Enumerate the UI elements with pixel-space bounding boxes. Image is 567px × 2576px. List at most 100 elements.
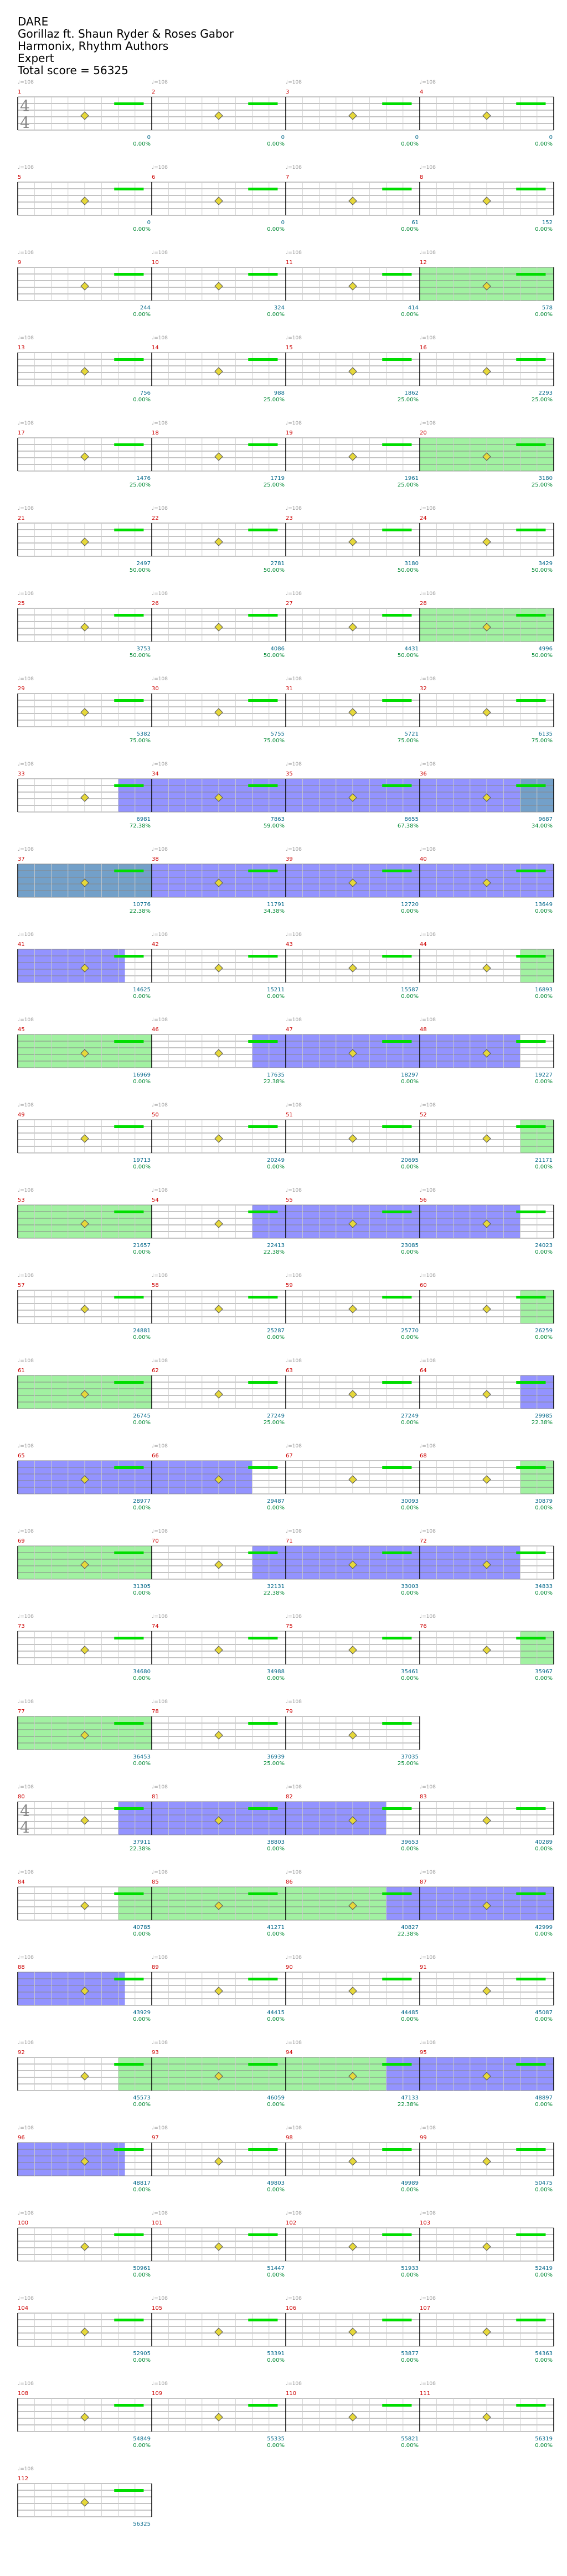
note-gem (80, 1475, 89, 1484)
measure-number: 59 (286, 1282, 293, 1289)
measure-percent: 25.00% (264, 482, 285, 488)
tempo-marker: ♩=108 (18, 2125, 34, 2131)
measure-score: 3180 (539, 475, 553, 482)
measure-score: 45087 (535, 2010, 553, 2016)
measure-score: 26745 (133, 1413, 151, 1419)
star-power-bar (516, 2319, 546, 2321)
note-gem (482, 1901, 491, 1910)
tempo-marker: ♩=108 (152, 421, 168, 426)
measure-score: 54363 (535, 2351, 553, 2357)
measure-number: 54 (152, 1197, 159, 1203)
measure-number: 10 (152, 260, 159, 266)
star-power-bar (382, 614, 412, 617)
note-gem (348, 623, 357, 632)
measure-score: 17635 (267, 1072, 285, 1078)
measure-percent: 25.00% (264, 1761, 285, 1767)
star-power-bar (248, 1892, 278, 1895)
tempo-marker: ♩=108 (286, 2211, 302, 2216)
star-power-bar (114, 1211, 144, 1213)
note-gem (348, 1134, 357, 1143)
measure-score: 50961 (133, 2265, 151, 2272)
measure-number: 26 (152, 601, 159, 607)
measure-percent: 50.00% (130, 653, 151, 659)
measure-number: 87 (420, 1879, 427, 1885)
note-gem (482, 964, 491, 973)
measure-percent: 22.38% (264, 1079, 285, 1085)
tempo-marker: ♩=108 (420, 165, 436, 170)
measure-percent: 0.00% (133, 2187, 151, 2193)
measure-score: 578 (542, 305, 553, 311)
measure-number: 94 (286, 2050, 293, 2056)
measure-number: 102 (286, 2220, 296, 2226)
measure-score: 37035 (401, 1754, 419, 1760)
note-gem (80, 2498, 89, 2507)
measure-score: 5721 (405, 731, 419, 737)
measure-number: 32 (420, 686, 427, 692)
note-gem (482, 2157, 491, 2166)
tempo-marker: ♩=108 (18, 1784, 34, 1790)
tempo-marker: ♩=108 (152, 1955, 168, 1961)
tempo-marker: ♩=108 (286, 2381, 302, 2387)
measure-number: 65 (18, 1453, 25, 1459)
tempo-marker: ♩=108 (152, 80, 168, 85)
song-difficulty: Expert (18, 51, 54, 65)
measure-score: 35967 (535, 1669, 553, 1675)
star-power-bar (248, 1466, 278, 1469)
measure-score: 414 (408, 305, 419, 311)
tempo-marker: ♩=108 (420, 1870, 436, 1875)
measure-percent: 0.00% (401, 1590, 419, 1596)
measure-score: 53877 (401, 2351, 419, 2357)
measure-score: 4086 (271, 646, 285, 652)
measure-number: 104 (18, 2305, 28, 2311)
measure-percent: 25.00% (264, 1420, 285, 1426)
star-power-bar (248, 102, 278, 105)
measure-percent: 0.00% (133, 1420, 151, 1426)
star-power-bar (114, 699, 144, 702)
measure-number: 33 (18, 771, 25, 777)
star-power-bar (382, 870, 412, 872)
note-gem (348, 196, 357, 205)
measure-score: 1961 (405, 475, 419, 482)
measure-score: 49989 (401, 2180, 419, 2186)
measure-score: 13649 (535, 902, 553, 908)
star-power-bar (382, 1978, 412, 1980)
star-power-bar (114, 102, 144, 105)
measure-number: 35 (286, 771, 293, 777)
measure-number: 74 (152, 1623, 159, 1630)
measure-number: 14 (152, 345, 159, 351)
measure-score: 14625 (133, 987, 151, 993)
measure-percent: 0.00% (267, 1846, 285, 1852)
tempo-marker: ♩=108 (286, 1614, 302, 1620)
star-power-bar (382, 1637, 412, 1639)
note-gem (214, 793, 223, 802)
measure-score: 988 (274, 390, 285, 396)
measure-percent: 25.00% (532, 397, 553, 403)
tempo-marker: ♩=108 (18, 421, 34, 426)
measure-number: 41 (18, 942, 25, 948)
measure-percent: 34.00% (532, 823, 553, 829)
measure-score: 29487 (267, 1498, 285, 1504)
measure-number: 106 (286, 2305, 296, 2311)
measure-number: 34 (152, 771, 159, 777)
measure-score: 44485 (401, 2010, 419, 2016)
tempo-marker: ♩=108 (18, 1529, 34, 1534)
measure-score: 44415 (267, 2010, 285, 2016)
tempo-marker: ♩=108 (152, 1017, 168, 1023)
note-gem (80, 2327, 89, 2336)
measure-percent: 0.00% (133, 141, 151, 147)
note-gem (348, 2413, 357, 2422)
measure-score: 25770 (401, 1328, 419, 1334)
measure-percent: 0.00% (267, 1505, 285, 1511)
note-gem (214, 964, 223, 973)
tempo-marker: ♩=108 (286, 335, 302, 341)
star-power-bar (516, 2148, 546, 2151)
time-signature-top: 4 (20, 97, 30, 115)
star-power-bar (114, 443, 144, 446)
star-power-bar (516, 1807, 546, 1810)
star-power-bar (114, 1125, 144, 1128)
measure-score: 3429 (539, 561, 553, 567)
star-power-bar (382, 2063, 412, 2066)
star-power-bar (248, 2319, 278, 2321)
measure-percent: 0.00% (535, 1675, 553, 1682)
note-gem (482, 1049, 491, 1058)
